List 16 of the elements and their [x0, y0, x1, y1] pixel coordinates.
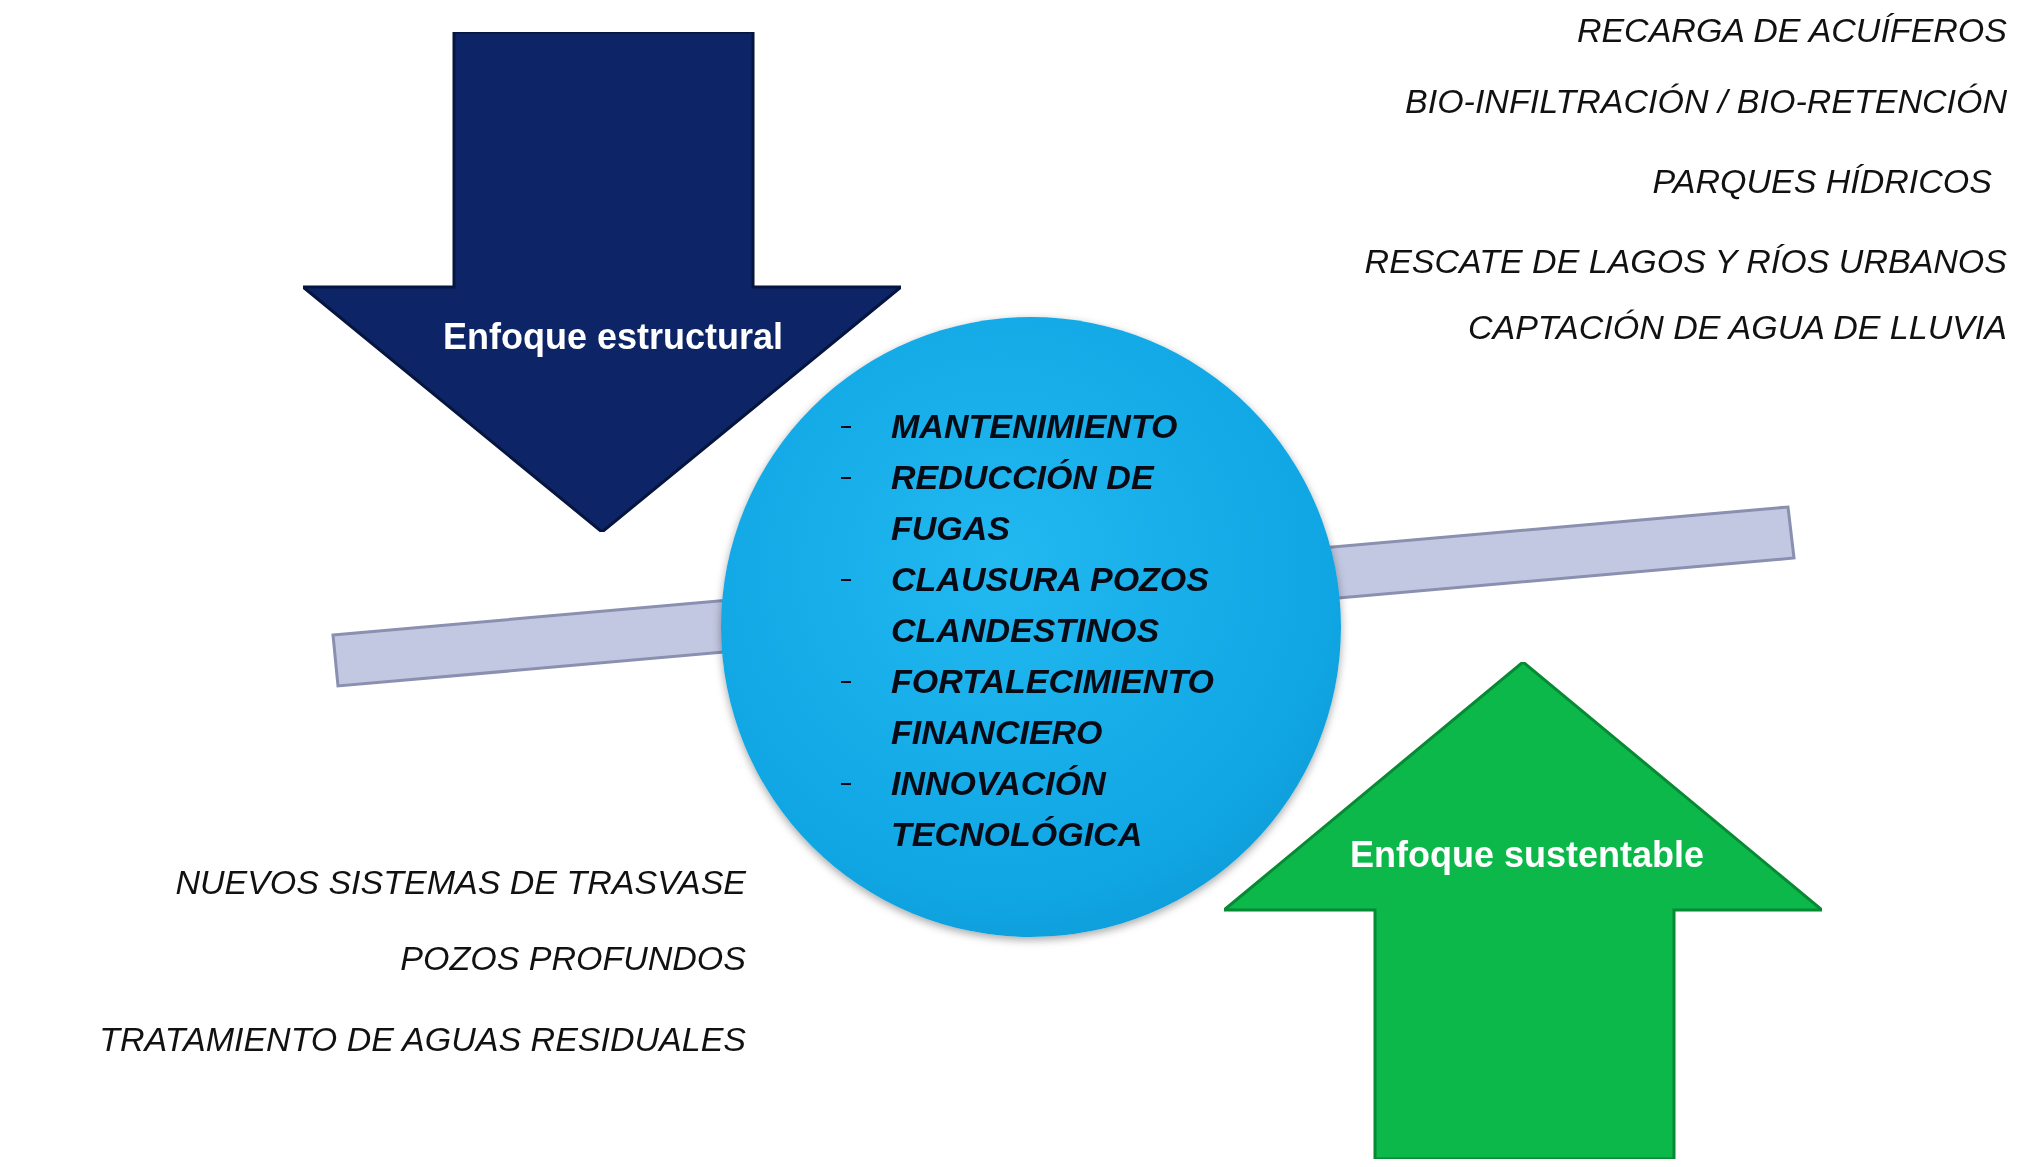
measure-text: RESCATE DE LAGOS Y RÍOS URBANOS — [1364, 241, 2007, 281]
bullet-text: REDUCCIÓN DE FUGAS — [833, 452, 1233, 554]
bullet-text: INNOVACIÓN TECNOLÓGICA — [833, 758, 1233, 860]
measure-text: TRATAMIENTO DE AGUAS RESIDUALES — [99, 1019, 746, 1059]
arrow-title: Enfoque sustentable — [1350, 834, 1704, 876]
measure-text: POZOS PROFUNDOS — [400, 938, 746, 978]
bullet-text: MANTENIMIENTO — [833, 401, 1233, 452]
up-arrow-shape — [1224, 662, 1822, 1159]
measure-text: RECARGA DE ACUÍFEROS — [1576, 10, 2007, 50]
measure-text: NUEVOS SISTEMAS DE TRASVASE — [175, 862, 746, 902]
arrow-title: Enfoque estructural — [442, 316, 784, 358]
measure-text: PARQUES HÍDRICOS — [1652, 161, 1992, 201]
measure-text: BIO-INFILTRACIÓN / BIO-RETENCIÓN — [1405, 81, 2007, 121]
bullet-text: CLAUSURA POZOS CLANDESTINOS — [833, 554, 1233, 656]
measure-text: CAPTACIÓN DE AGUA DE LLUVIA — [1467, 307, 2007, 347]
bullet-text: FORTALECIMIENTO FINANCIERO — [833, 656, 1233, 758]
